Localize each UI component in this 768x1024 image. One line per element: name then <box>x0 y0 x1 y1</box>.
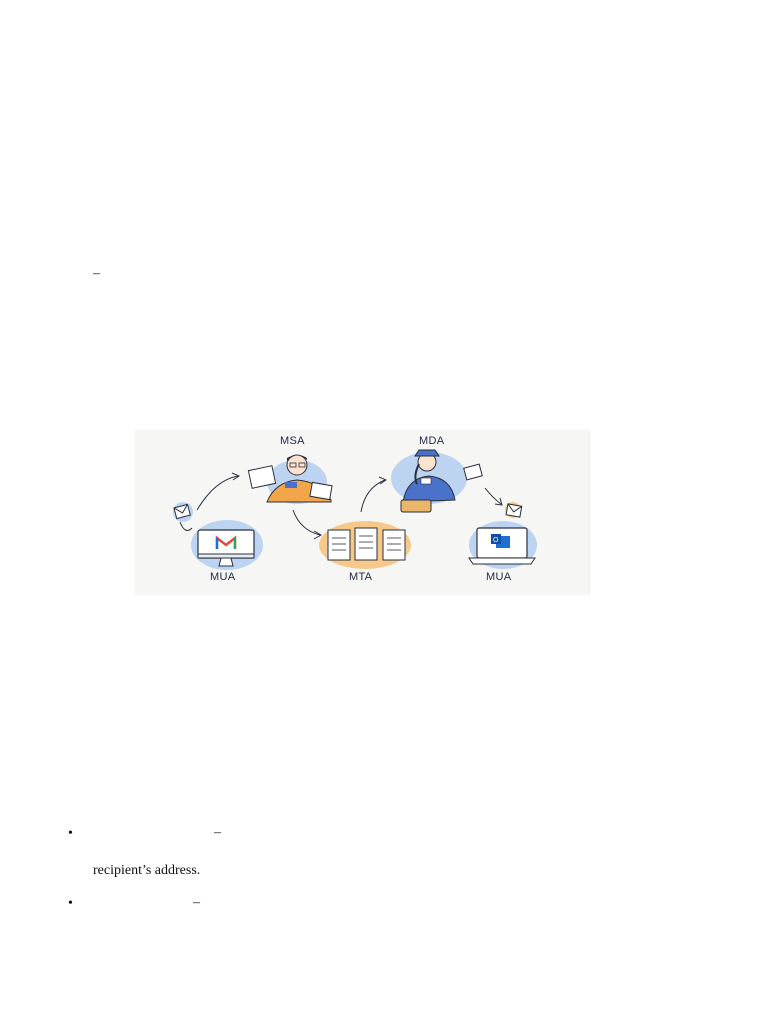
msa-label: MSA <box>280 435 305 447</box>
gmail-logo <box>215 535 237 549</box>
envelope-icon <box>173 502 193 522</box>
arrow-mta-to-mda <box>360 479 386 513</box>
mda-label: MDA <box>419 435 445 447</box>
server-icon <box>382 529 406 561</box>
mua-sender: MUA <box>191 520 263 583</box>
msa-badge <box>285 482 297 488</box>
mda-satchel <box>400 499 432 513</box>
bullet-1-marker: • <box>68 826 73 841</box>
outlook-logo: O <box>491 534 510 548</box>
arrow-msa-to-mta <box>292 509 321 536</box>
mua-receiver-label: MUA <box>486 571 512 583</box>
msa-letter-left <box>247 465 277 489</box>
arrow-mua-to-msa <box>196 475 239 511</box>
bullet-2-marker: • <box>68 896 73 911</box>
mta-label: MTA <box>349 571 373 583</box>
bullet-1-dash: – <box>214 825 221 840</box>
mda-badge <box>420 477 432 485</box>
arrow-mda-to-envelope <box>484 487 502 505</box>
email-flow-diagram: MUA MSA <box>135 430 591 595</box>
mua-sender-label: MUA <box>210 571 236 583</box>
svg-text:O: O <box>493 537 499 544</box>
mail-carrier <box>391 449 483 513</box>
mta-servers: MTA <box>319 521 411 583</box>
server-icon <box>327 529 351 561</box>
server-icon <box>354 527 378 561</box>
arrow-envelope-to-mua <box>179 521 193 531</box>
mail-clerk <box>247 454 333 504</box>
dash-text: – <box>93 266 100 281</box>
mua-receiver: O MUA <box>468 521 537 583</box>
msa-head <box>286 454 308 476</box>
mda-letter <box>463 463 483 481</box>
bullet-1-continuation: recipient’s address. <box>93 863 201 878</box>
mda-cap <box>414 449 440 457</box>
msa-letter-right <box>309 481 333 501</box>
envelope-icon <box>505 502 523 518</box>
bullet-2-dash: – <box>193 895 200 910</box>
